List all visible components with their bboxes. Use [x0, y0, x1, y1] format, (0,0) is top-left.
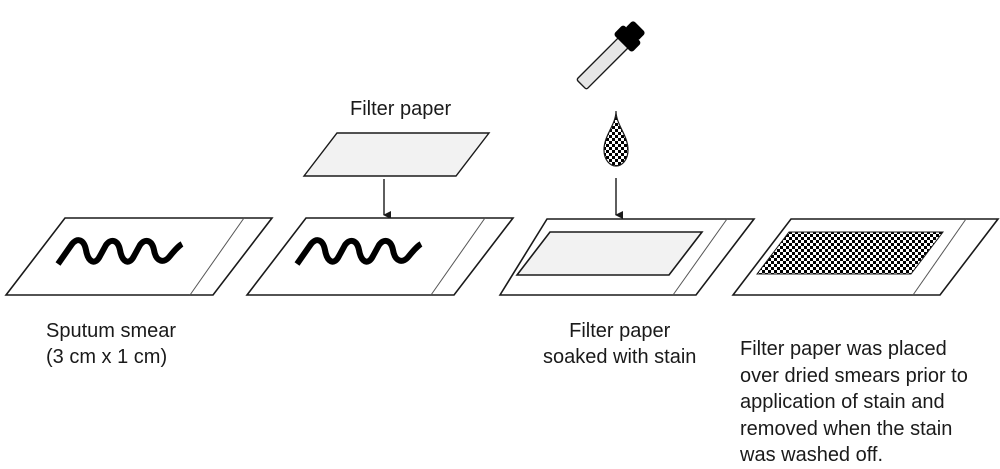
filter-paper-label-text: Filter paper: [350, 98, 452, 120]
slide-2: [245, 217, 515, 296]
slide-label-divider: [672, 218, 728, 296]
slide-label-divider: [912, 218, 967, 296]
procedure-note-line-4: removed when the stain: [740, 417, 953, 440]
stain-drop-icon: [603, 110, 629, 167]
dropper-tube: [576, 37, 629, 90]
procedure-note-line-5: was washed off.: [740, 444, 884, 466]
procedure-note: Filter paper was placed over dried smear…: [740, 336, 968, 469]
slide-4: [731, 218, 1000, 296]
procedure-note-line-1: Filter paper was placed: [740, 338, 947, 360]
slide-1: [4, 217, 274, 296]
filter-paper-sheet: [302, 132, 491, 177]
stained-area: [755, 231, 945, 275]
filter-soaked-label-line-2: soaked with stain: [543, 346, 697, 368]
sputum-smear-squiggle: [294, 237, 423, 266]
dropper-bulb-cap: [625, 21, 645, 41]
filter-soaked-label: Filter paper soaked with stain: [543, 318, 696, 370]
glass-slide: [4, 217, 274, 296]
procedure-note-line-3: application of stain and: [740, 391, 945, 413]
filter-paper-label: Filter paper: [350, 96, 451, 122]
glass-slide: [245, 217, 515, 296]
dropper-bulb: [614, 25, 641, 52]
sputum-smear-squiggle: [55, 237, 184, 266]
sputum-smear-label-line-1: Sputum smear: [46, 320, 177, 342]
sputum-smear-label-line-2: (3 cm x 1 cm): [46, 346, 168, 368]
dropper-icon: [576, 21, 645, 90]
slide-3: [498, 218, 756, 296]
filter-soaked-label-line-1: Filter paper: [569, 320, 671, 342]
slide-label-divider: [189, 217, 245, 296]
filter-paper-on-slide: [515, 231, 704, 276]
slide-label-divider: [430, 217, 486, 296]
sputum-smear-label: Sputum smear (3 cm x 1 cm): [46, 318, 176, 370]
procedure-note-line-2: over dried smears prior to: [740, 364, 968, 387]
